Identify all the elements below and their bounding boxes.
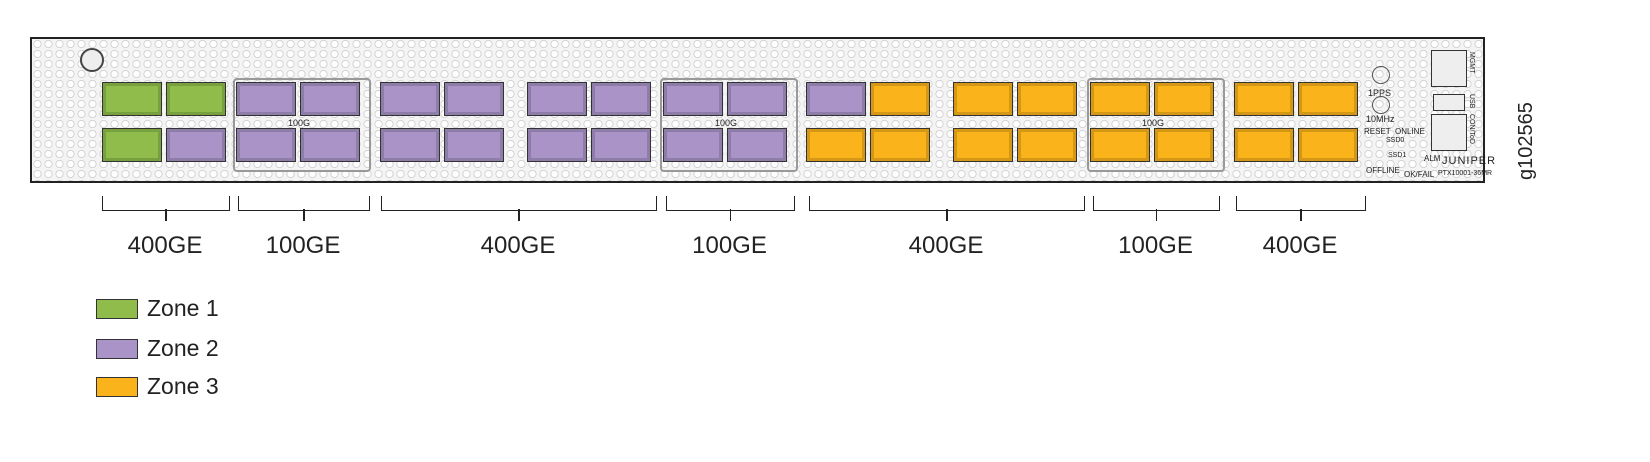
group-speed-label: 400GE [908, 232, 984, 259]
100g-port-group [660, 78, 798, 172]
port-zone-2 [166, 128, 226, 162]
100g-port-group [1087, 78, 1225, 172]
console-label: CON/ToD [1468, 114, 1475, 144]
reset-label: RESET [1364, 127, 1391, 136]
mhz-label: 10MHz [1366, 114, 1395, 124]
port-zone-2 [236, 82, 296, 116]
port-zone-3 [870, 128, 930, 162]
port-zone-2 [527, 82, 587, 116]
port-zone-2 [300, 82, 360, 116]
100g-label: 100G [288, 118, 311, 128]
mgmt-label: MGMT [1468, 52, 1475, 74]
ssd0-label: SSD0 [1386, 137, 1405, 144]
bracket-tick [1155, 209, 1157, 221]
port-zone-2 [663, 82, 723, 116]
port-zone-3 [1154, 82, 1214, 116]
port-zone-2 [727, 128, 787, 162]
mgmt-port [1431, 50, 1467, 87]
port-zone-2 [444, 128, 504, 162]
port-zone-3 [1298, 82, 1358, 116]
port-zone-3 [1298, 128, 1358, 162]
port-zone-3 [1090, 82, 1150, 116]
100g-label: 100G [1142, 118, 1165, 128]
legend-label: Zone 1 [147, 295, 219, 321]
port-zone-3 [870, 82, 930, 116]
port-zone-3 [1017, 128, 1077, 162]
port-zone-3 [1154, 128, 1214, 162]
port-zone-3 [1234, 82, 1294, 116]
legend-zone-1: Zone 1 [96, 295, 219, 322]
bracket-tick [1300, 209, 1302, 221]
port-zone-2 [663, 128, 723, 162]
port-zone-2 [527, 128, 587, 162]
group-speed-label: 400GE [480, 232, 556, 259]
10mhz-connector [1372, 96, 1390, 114]
legend-label: Zone 3 [147, 373, 219, 399]
model-label: PTX10001-36MR [1438, 170, 1493, 177]
juniper-logo: JUNIPER [1442, 155, 1497, 167]
pps-connector [1372, 66, 1390, 84]
port-zone-1 [102, 82, 162, 116]
bracket-tick [729, 209, 731, 221]
port-zone-1 [102, 128, 162, 162]
port-zone-2 [727, 82, 787, 116]
offline-label: OFFLINE [1366, 166, 1400, 175]
group-speed-label: 100GE [1118, 232, 1193, 259]
figure-id: g102565 [1515, 102, 1537, 180]
port-zone-3 [1017, 82, 1077, 116]
port-zone-2 [591, 128, 651, 162]
ssd1-label: SSD1 [1388, 152, 1407, 159]
group-speed-label: 400GE [127, 232, 203, 259]
group-speed-label: 100GE [265, 232, 341, 259]
usb-port [1433, 94, 1465, 111]
alm-label: ALM [1424, 154, 1441, 163]
port-zone-3 [1090, 128, 1150, 162]
console-port [1431, 114, 1467, 151]
port-zone-1 [166, 82, 226, 116]
zone-1-swatch [96, 298, 138, 319]
port-zone-3 [953, 82, 1013, 116]
port-zone-3 [1234, 128, 1294, 162]
ground-stud [80, 48, 104, 72]
online-label: ONLINE [1395, 127, 1425, 136]
group-speed-label: 100GE [692, 232, 767, 259]
port-zone-3 [953, 128, 1013, 162]
port-zone-2 [591, 82, 651, 116]
legend-zone-2: Zone 2 [96, 335, 219, 362]
legend-label: Zone 2 [147, 335, 219, 361]
port-zone-2 [806, 82, 866, 116]
bracket-tick [303, 209, 305, 221]
zone-2-swatch [96, 338, 138, 359]
bracket-tick [946, 209, 948, 221]
okfail-label: OK/FAIL [1404, 170, 1435, 179]
bracket-tick [165, 209, 167, 221]
port-zone-2 [380, 128, 440, 162]
port-zone-2 [236, 128, 296, 162]
bracket-tick [518, 209, 520, 221]
port-zone-2 [444, 82, 504, 116]
port-zone-2 [380, 82, 440, 116]
usb-label: USB [1468, 94, 1475, 109]
100g-label: 100G [715, 118, 738, 128]
pps-label: 1PPS [1368, 88, 1392, 98]
port-zone-3 [806, 128, 866, 162]
100g-port-group [233, 78, 371, 172]
group-speed-label: 400GE [1262, 232, 1338, 259]
port-zone-2 [300, 128, 360, 162]
legend-zone-3: Zone 3 [96, 373, 219, 400]
zone-3-swatch [96, 376, 138, 397]
